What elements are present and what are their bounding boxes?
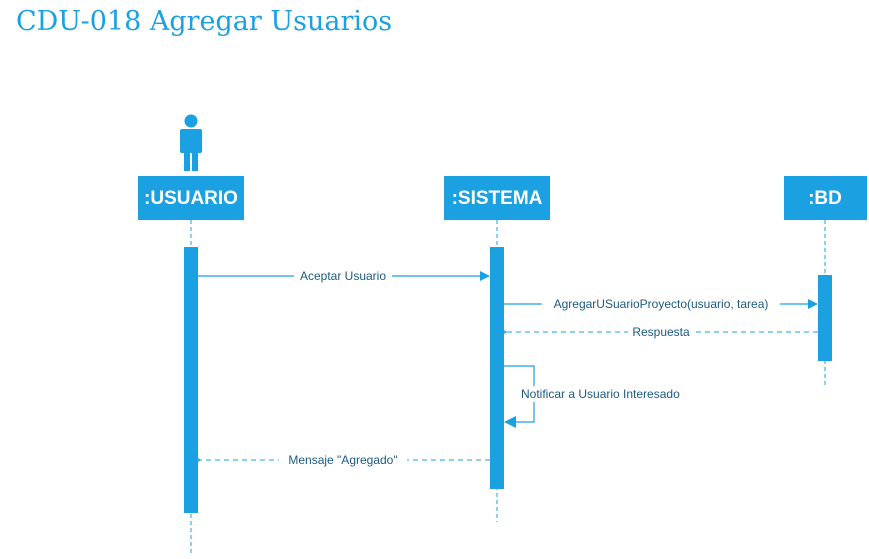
- message-mensaje-agregado: Mensaje "Agregado": [200, 452, 490, 468]
- message-aceptar-usuario: Aceptar Usuario: [198, 268, 490, 284]
- person-icon: [180, 114, 202, 171]
- activation-bd: [818, 275, 832, 361]
- message-respuesta: Respuesta: [506, 324, 818, 340]
- actor-sistema-label: :SISTEMA: [452, 188, 543, 209]
- activation-sistema: [490, 247, 504, 489]
- message-agregar-usuario-proyecto: AgregarUSuarioProyecto(usuario, tarea): [504, 296, 818, 312]
- message-label: Aceptar Usuario: [300, 269, 386, 283]
- page-title: CDU-018 Agregar Usuarios: [16, 6, 393, 37]
- actor-bd: :BD: [784, 176, 867, 220]
- message-label: AgregarUSuarioProyecto(usuario, tarea): [554, 297, 769, 311]
- actor-bd-label: :BD: [808, 188, 842, 209]
- message-notificar-usuario: Notificar a Usuario Interesado: [504, 365, 699, 428]
- message-label: Mensaje "Agregado": [288, 453, 397, 467]
- actor-usuario-label: :USUARIO: [144, 188, 238, 209]
- actor-sistema: :SISTEMA: [444, 176, 550, 220]
- actor-usuario: :USUARIO: [138, 176, 244, 220]
- message-label: Respuesta: [632, 325, 690, 339]
- activation-usuario: [184, 247, 198, 513]
- message-label: Notificar a Usuario Interesado: [521, 387, 680, 401]
